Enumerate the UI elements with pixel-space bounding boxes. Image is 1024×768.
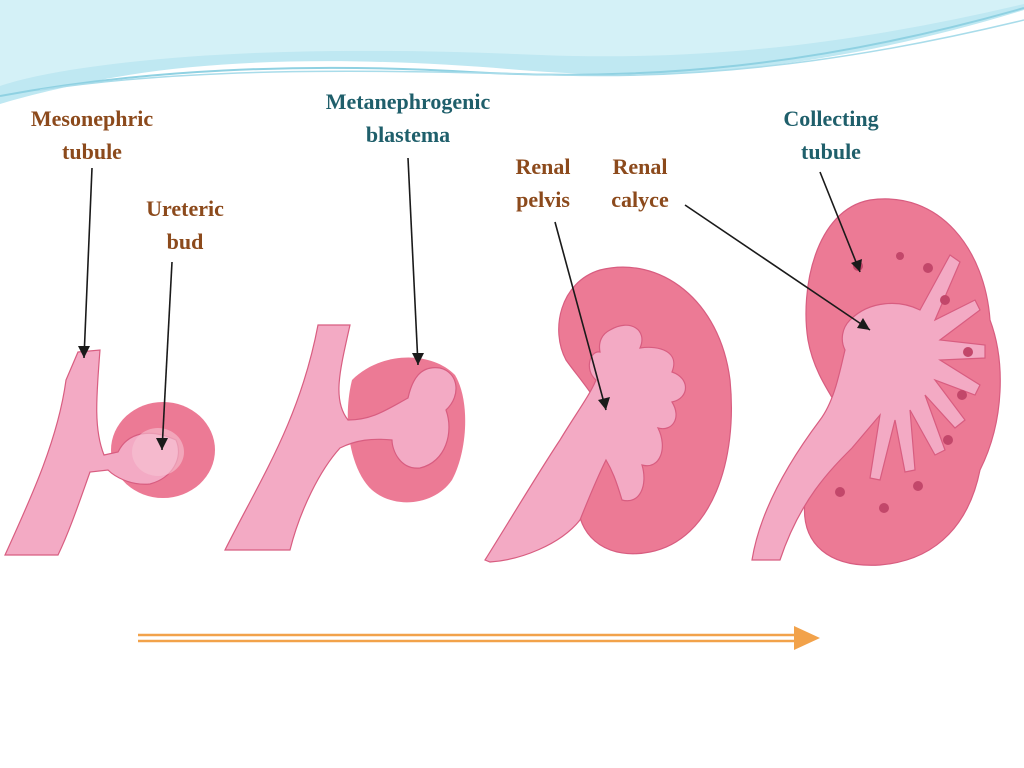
leader-renal-calyce: [684, 204, 871, 331]
label-ureteric-bud-line1: Ureteric: [146, 196, 224, 221]
label-collecting-tubule-line2: tubule: [801, 139, 861, 164]
stage-2-blastema-sketch-icon: [224, 324, 466, 551]
label-renal-calyce-line1: Renal: [612, 154, 668, 179]
leader-renal-pelvis: [554, 221, 607, 411]
label-metanephrogenic-blastema-line1: Metanephrogenic: [325, 89, 491, 114]
label-ureteric-bud: Ureteric bud: [120, 192, 250, 258]
right-arrow-icon: [138, 626, 820, 650]
label-metanephrogenic-blastema-line2: blastema: [365, 122, 451, 147]
label-renal-calyce-line2: calyce: [611, 187, 669, 212]
label-collecting-tubule: Collecting tubule: [756, 102, 906, 168]
leader-arrowheads: [78, 259, 870, 450]
leader-collecting-tubule: [819, 171, 861, 273]
label-ureteric-bud-line2: bud: [166, 229, 204, 254]
leader-lines: [83, 157, 871, 451]
leader-ureteric-bud: [161, 261, 173, 451]
label-metanephrogenic-blastema: Metanephrogenic blastema: [290, 85, 526, 151]
label-renal-pelvis-line1: Renal: [515, 154, 571, 179]
label-renal-pelvis-line2: pelvis: [516, 187, 570, 212]
label-renal-pelvis: Renal pelvis: [496, 150, 590, 216]
leader-mesonephric-tubule: [83, 167, 93, 359]
label-mesonephric-tubule-line2: tubule: [62, 139, 122, 164]
stage-3-early-kidney-sketch-icon: [484, 266, 733, 563]
leader-metanephrogenic-blastema: [407, 157, 419, 366]
stage-4-mature-kidney-sketch-icon: [751, 198, 1001, 566]
stage-1-ureteric-bud-sketch-icon: [4, 349, 215, 556]
label-collecting-tubule-line1: Collecting: [783, 106, 879, 131]
label-renal-calyce: Renal calyce: [596, 150, 684, 216]
label-mesonephric-tubule-line1: Mesonephric: [30, 106, 154, 131]
header-wave-banner: [0, 0, 1024, 104]
label-mesonephric-tubule: Mesonephric tubule: [8, 102, 176, 168]
